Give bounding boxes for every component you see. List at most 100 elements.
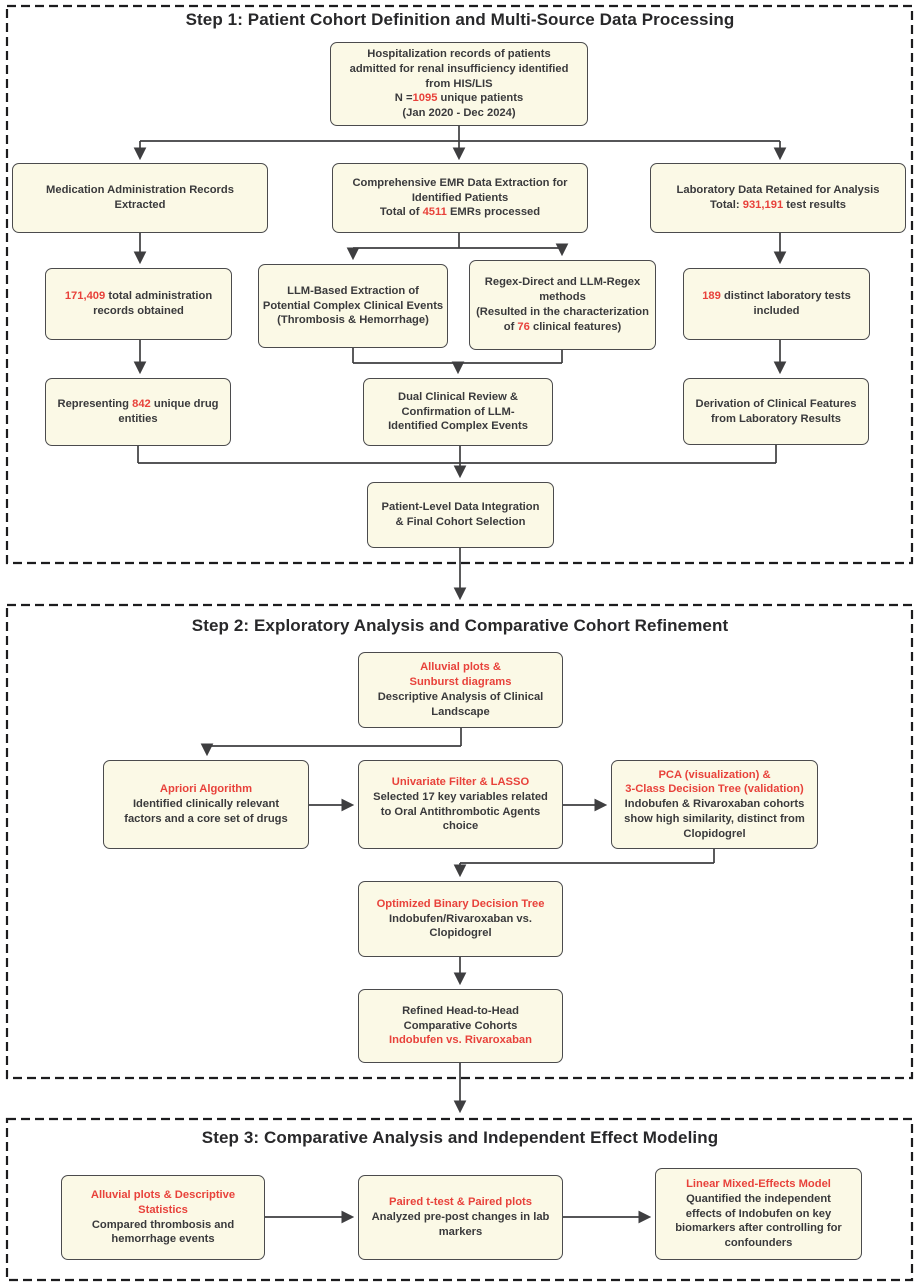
box-text-line: Statistics xyxy=(138,1203,188,1218)
highlighted-text: 4511 xyxy=(422,206,447,219)
highlighted-text: 1095 xyxy=(412,92,438,105)
box-text-line: (Thrombosis & Hemorrhage) xyxy=(277,313,429,328)
text-segment: Descriptive Analysis of Clinical xyxy=(377,691,544,703)
box-text-line: Sunburst diagrams xyxy=(410,675,512,690)
text-segment: to Oral Antithrombotic Agents xyxy=(380,805,541,818)
text-segment: choice xyxy=(442,820,479,833)
text-segment: confounders xyxy=(724,1237,793,1250)
box-text-line: Quantified the independent xyxy=(686,1192,831,1207)
highlighted-text: 842 xyxy=(132,398,151,411)
box-text-line: Laboratory Data Retained for Analysis xyxy=(677,183,880,198)
box-text-line: Indobufen vs. Rivaroxaban xyxy=(389,1033,532,1048)
text-segment: Extracted xyxy=(114,199,166,211)
text-segment: Identified clinically relevant xyxy=(132,798,280,811)
box-text-line: Clopidogrel xyxy=(683,827,745,842)
text-segment: Dual Clinical Review & xyxy=(398,390,518,403)
box-text-line: Derivation of Clinical Features xyxy=(695,397,856,412)
step2-title: Step 2: Exploratory Analysis and Compara… xyxy=(191,616,729,635)
box-text-line: included xyxy=(754,304,800,319)
text-segment: Patient-Level Data Integration xyxy=(381,501,540,514)
text-segment: Identified Patients xyxy=(411,191,509,204)
box-text-line: Clopidogrel xyxy=(429,926,491,941)
box-data-integration: Patient-Level Data Integration & Final Co… xyxy=(367,482,554,548)
box-text-line: Identified Patients xyxy=(412,191,508,206)
box-text-line: Regex-Direct and LLM-Regex xyxy=(485,275,640,290)
highlighted-text: Apriori Algorithm xyxy=(159,783,253,796)
text-segment: from HIS/LIS xyxy=(425,77,493,90)
text-segment: Total: xyxy=(710,199,743,211)
text-segment: & Final Cohort Selection xyxy=(395,516,526,528)
box-text-line: PCA (visualization) & xyxy=(658,768,770,783)
text-segment: Comparative Cohorts xyxy=(403,1019,518,1032)
text-segment: records obtained xyxy=(93,305,184,317)
text-segment: Clopidogrel xyxy=(683,827,746,840)
text-segment: Refined Head-to-Head xyxy=(402,1004,519,1017)
text-segment: entities xyxy=(118,413,158,425)
text-segment: effects of Indobufen on key xyxy=(685,1207,832,1220)
box-text-line: Confirmation of LLM- xyxy=(401,405,514,420)
text-segment: Indobufen & Rivaroxaban cohorts xyxy=(624,798,805,811)
box-text-line: Optimized Binary Decision Tree xyxy=(377,897,545,912)
text-segment: LLM-Based Extraction of xyxy=(287,284,419,297)
step2-dashed-container xyxy=(5,603,914,1080)
text-segment: (Thrombosis & Hemorrhage) xyxy=(277,314,429,327)
text-segment: Comprehensive EMR Data Extraction for xyxy=(352,176,568,189)
text-segment: total administration xyxy=(105,290,213,303)
text-segment: (Resulted in the characterization xyxy=(476,306,649,318)
box-text-line: from Laboratory Results xyxy=(711,412,841,427)
box-text-line: Identified Complex Events xyxy=(388,419,528,434)
text-segment: unique patients xyxy=(437,92,524,105)
box-text-line: records obtained xyxy=(93,304,184,319)
highlighted-text: Statistics xyxy=(138,1203,188,1216)
box-text-line: admitted for renal insufficiency identif… xyxy=(350,62,569,77)
box-text-line: (Resulted in the characterization xyxy=(476,305,649,320)
text-segment: Compared thrombosis and xyxy=(91,1218,235,1231)
box-text-line: Representing 842 unique drug xyxy=(57,397,218,412)
text-segment: clinical features) xyxy=(529,320,622,333)
step3-dashed-container xyxy=(5,1117,914,1282)
box-text-line: Univariate Filter & LASSO xyxy=(392,775,529,790)
step1-title: Step 1: Patient Cohort Definition and Mu… xyxy=(185,10,735,29)
box-text-line: 171,409 total administration xyxy=(65,289,212,304)
step1-dashed-container xyxy=(5,4,914,565)
box-text-line: (Jan 2020 - Dec 2024) xyxy=(402,106,515,121)
text-segment: Total of xyxy=(379,206,423,219)
highlighted-text: 76 xyxy=(517,320,530,333)
box-text-line: entities xyxy=(118,412,157,427)
box-text-line: 189 distinct laboratory tests xyxy=(702,289,851,304)
box-text-line: hemorrhage events xyxy=(111,1232,214,1247)
text-segment: Analyzed pre-post changes in lab xyxy=(371,1211,550,1224)
box-text-line: factors and a core set of drugs xyxy=(124,812,288,827)
box-text-line: Identified clinically relevant xyxy=(133,797,279,812)
box-text-line: Alluvial plots & xyxy=(420,660,501,675)
text-segment: from Laboratory Results xyxy=(711,412,841,425)
text-segment: unique drug xyxy=(150,398,219,411)
text-segment: Representing xyxy=(57,398,133,411)
text-segment: (Jan 2020 - Dec 2024) xyxy=(402,107,516,120)
text-segment: Indobufen/Rivaroxaban vs. xyxy=(389,912,532,925)
box-text-line: confounders xyxy=(725,1236,793,1251)
box-text-line: Indobufen/Rivaroxaban vs. xyxy=(389,912,532,927)
box-text-line: Compared thrombosis and xyxy=(92,1218,234,1233)
highlighted-text: Indobufen vs. Rivaroxaban xyxy=(389,1034,532,1047)
box-text-line: Comprehensive EMR Data Extraction for xyxy=(352,176,567,191)
box-text-line: methods xyxy=(539,290,586,305)
box-text-line: effects of Indobufen on key xyxy=(686,1207,831,1222)
box-text-line: markers xyxy=(439,1225,483,1240)
box-text-line: from HIS/LIS xyxy=(425,77,492,92)
box-text-line: Indobufen & Rivaroxaban cohorts xyxy=(625,797,805,812)
text-segment: admitted for renal insufficiency identif… xyxy=(349,62,569,75)
text-segment: N = xyxy=(394,92,413,105)
